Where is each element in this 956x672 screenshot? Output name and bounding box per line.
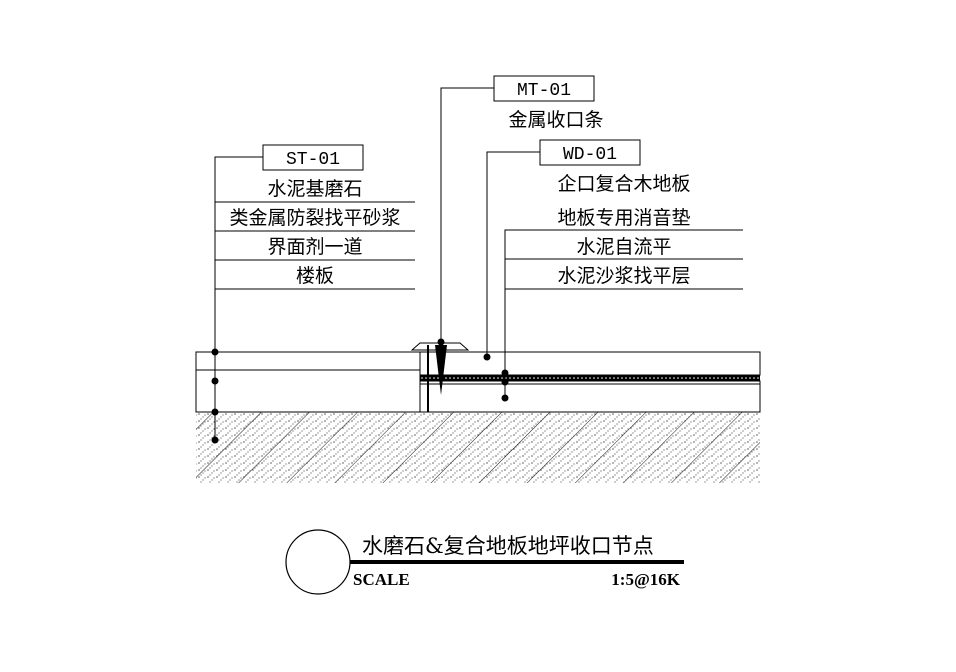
metal-trim-strip bbox=[410, 342, 470, 412]
title-block: 水磨石&复合地板地坪收口节点 SCALE 1:5@16K bbox=[285, 529, 684, 595]
layer-label: 水泥基磨石 bbox=[267, 178, 362, 200]
leader-st-01 bbox=[211, 156, 415, 444]
layer-label: 界面剂一道 bbox=[267, 236, 362, 258]
layer-label: 金属收口条 bbox=[508, 109, 603, 131]
tag-st-01: ST-01 bbox=[262, 144, 364, 171]
layer-label: 楼板 bbox=[296, 265, 334, 287]
layer-label: 水泥自流平 bbox=[576, 236, 671, 258]
detail-number-circle bbox=[285, 529, 351, 595]
wood-floor-layer bbox=[419, 351, 761, 376]
scale-label: SCALE bbox=[353, 570, 410, 589]
scale-value: 1:5@16K bbox=[611, 570, 680, 589]
layer-label: 地板专用消音垫 bbox=[557, 207, 690, 229]
leader-mt-01 bbox=[437, 87, 494, 346]
tag-code: MT-01 bbox=[517, 81, 571, 101]
layer-label: 水泥沙浆找平层 bbox=[557, 265, 690, 287]
layer-label: 企口复合木地板 bbox=[557, 173, 690, 195]
mortar-layer-right bbox=[419, 383, 761, 413]
tag-mt-01: MT-01 bbox=[493, 75, 595, 102]
leader-wd-01 bbox=[483, 151, 743, 402]
sound-pad-layer bbox=[420, 375, 760, 381]
mortar-layer-left bbox=[195, 369, 421, 413]
floor-slab bbox=[196, 411, 760, 483]
tag-code: WD-01 bbox=[563, 145, 617, 165]
tag-code: ST-01 bbox=[286, 150, 340, 170]
drawing-title: 水磨石&复合地板地坪收口节点 bbox=[362, 534, 654, 558]
tag-wd-01: WD-01 bbox=[539, 139, 641, 166]
layer-label: 类金属防裂找平砂浆 bbox=[229, 207, 400, 229]
terrazzo-layer bbox=[195, 351, 421, 371]
